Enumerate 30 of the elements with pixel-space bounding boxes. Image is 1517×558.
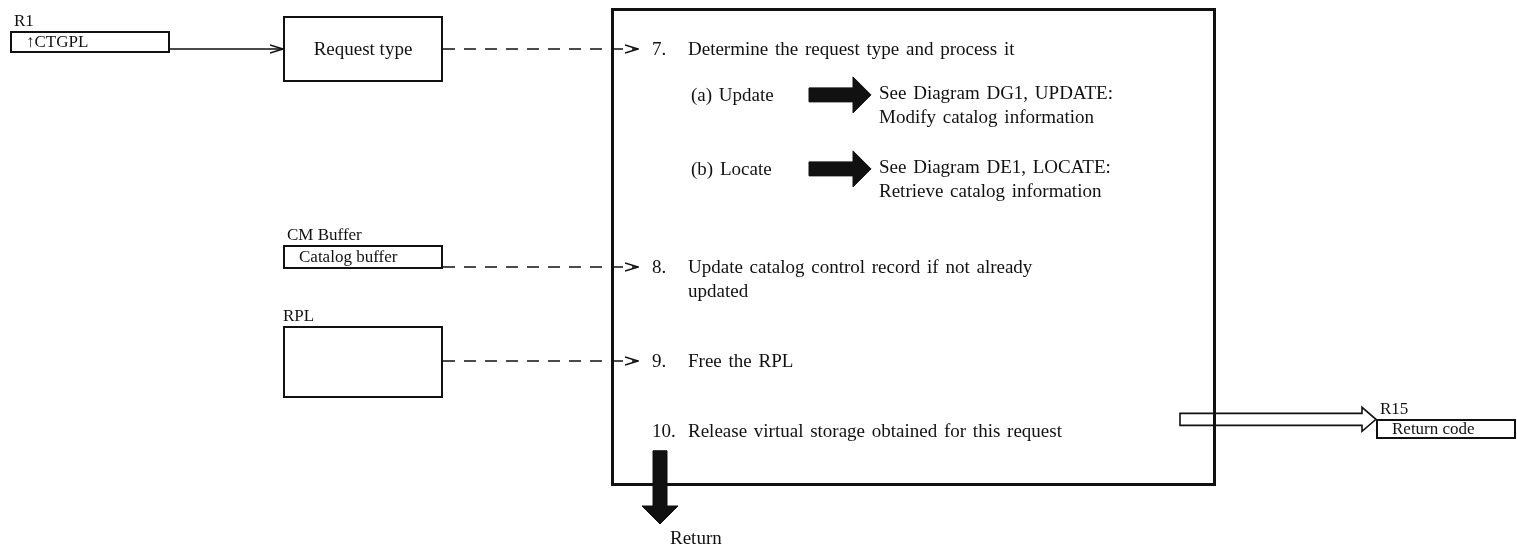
- step-text: Free the RPL: [688, 349, 794, 373]
- arrow: [442, 356, 639, 366]
- step-text: Update catalog control record if not already updated: [688, 255, 1034, 303]
- step-number: 7.: [652, 37, 668, 61]
- process-frame: [611, 8, 1216, 486]
- register-field: Catalog buffer: [283, 244, 443, 269]
- step-text: Release virtual storage obtained for this request: [688, 419, 1062, 443]
- note-text: (a) Update: [691, 83, 801, 107]
- arrow: [169, 44, 284, 54]
- step-number: 8.: [652, 255, 668, 279]
- register-name: R15: [1380, 400, 1410, 419]
- arrow: [808, 150, 872, 188]
- note-text: See Diagram DG1, UPDATE: Modify catalog information: [879, 81, 1159, 129]
- register-name: CM Buffer: [287, 226, 363, 245]
- register-field: ↑CTGPL: [10, 30, 170, 53]
- arrow: [808, 76, 872, 114]
- step-number: 9.: [652, 349, 668, 373]
- step-text: Determine the request type and process it: [688, 37, 1015, 61]
- note-text: Return: [670, 526, 740, 550]
- arrow: [442, 262, 639, 272]
- process-box: Request type: [283, 16, 443, 82]
- step-number: 10.: [652, 419, 677, 443]
- register-field: Return code: [1376, 418, 1516, 439]
- arrow: [1179, 405, 1378, 434]
- note-text: See Diagram DE1, LOCATE: Retrieve catalog information: [879, 155, 1159, 203]
- register-name: RPL: [283, 307, 316, 326]
- note-text: (b) Locate: [691, 157, 801, 181]
- arrow: [641, 450, 679, 525]
- arrow: [442, 44, 639, 54]
- register-name: R1: [14, 12, 35, 31]
